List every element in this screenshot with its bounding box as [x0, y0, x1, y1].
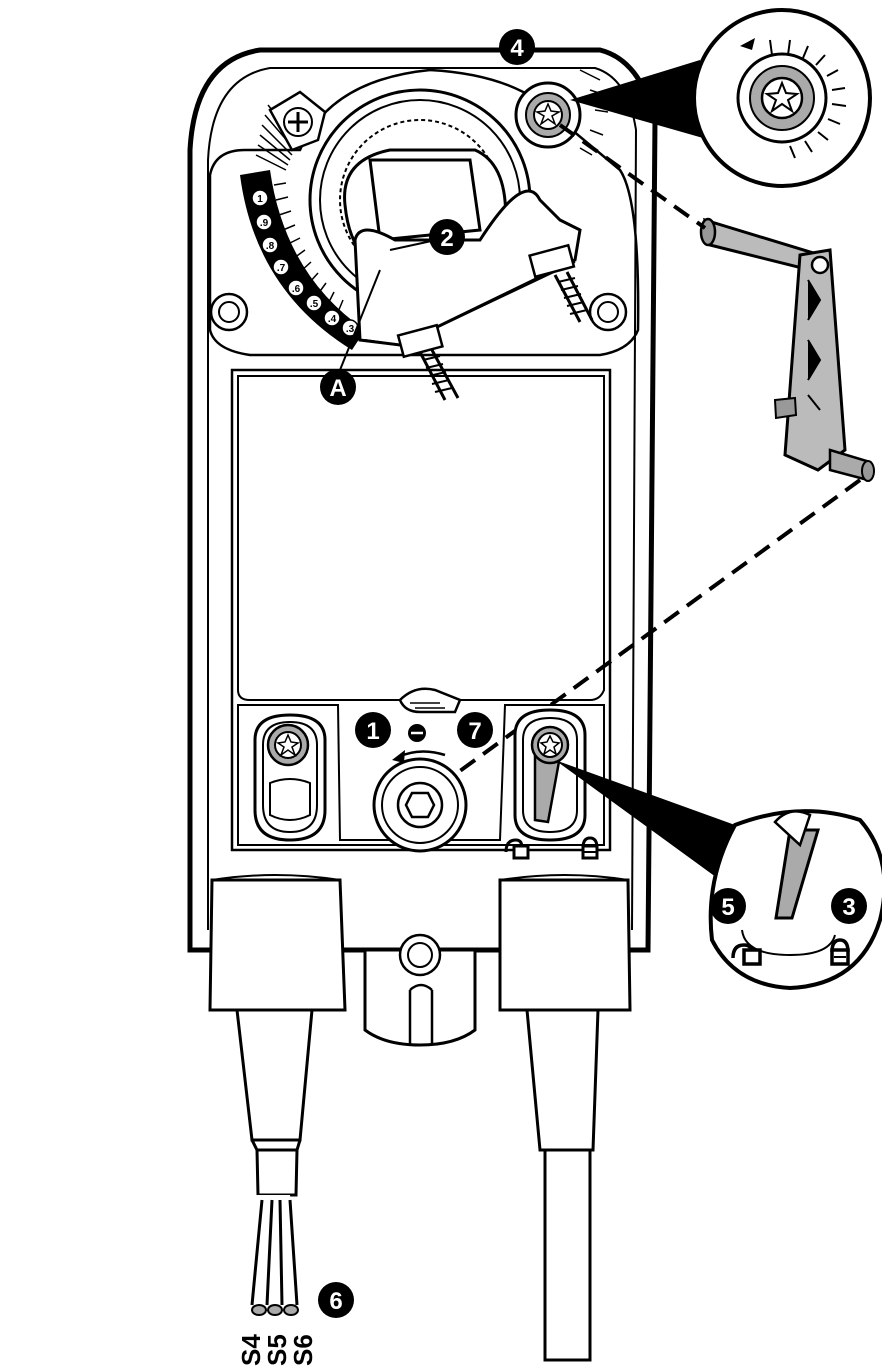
svg-text:3: 3 [842, 894, 855, 921]
callout-A: A [320, 269, 381, 405]
callout-2: 2 [389, 219, 465, 255]
scale-dot [323, 309, 341, 327]
scale-dot [287, 279, 305, 297]
position-scale: 1 .9 .8.7 .6 .5 .4 .3 [240, 104, 365, 350]
wire-label-s5: S5 [262, 1334, 292, 1366]
mounting-hole-left [209, 292, 249, 332]
clamp-bolt-front [396, 323, 460, 401]
wire-label-s6: S6 [288, 1334, 318, 1366]
scale-label: .4 [328, 314, 337, 325]
scale-label: .5 [310, 299, 319, 310]
zoom-unlock-icon [731, 943, 762, 966]
callout-7: 7 [457, 712, 493, 748]
zoom-lock-icon [830, 938, 850, 966]
svg-text:2: 2 [440, 225, 453, 252]
scale-dot [305, 294, 323, 312]
lock-lever [513, 708, 587, 842]
callout-3: 3 [831, 888, 867, 924]
scale-dot [261, 236, 279, 254]
zoom-inset-adjust-screw [570, 8, 872, 188]
hand-crank [699, 217, 875, 482]
shaft-clamp [308, 88, 582, 347]
rotation-arrow-icon [392, 750, 446, 763]
svg-text:5: 5 [721, 894, 734, 921]
mounting-hole-right [588, 292, 628, 332]
scale-label: 1 [257, 194, 263, 205]
unlock-icon [504, 838, 530, 860]
cable-gland-left [208, 874, 347, 1012]
svg-text:6: 6 [329, 1288, 342, 1315]
cable-left [235, 1008, 314, 1316]
scale-label: .7 [277, 263, 286, 274]
scale-label: .3 [346, 324, 355, 335]
clamp-bolt-rear [528, 243, 594, 323]
svg-text:1: 1 [366, 718, 379, 745]
callout-1: 1 [355, 712, 391, 748]
scale-label: .8 [266, 241, 275, 252]
crank-guide-lines [418, 123, 862, 802]
callout-4: 4 [499, 29, 535, 65]
wire-labels: S4 S5 S6 [236, 1334, 318, 1366]
scale-plate-screw [268, 90, 327, 152]
scale-dot [255, 213, 273, 231]
scale-dot [251, 189, 269, 207]
zoom-inset-lock-lever [555, 760, 882, 991]
scale-label: .9 [260, 218, 269, 229]
cable-right [525, 1008, 600, 1362]
hand-symbol-icon [398, 687, 462, 714]
svg-text:4: 4 [510, 35, 524, 62]
lock-icon [581, 836, 599, 860]
svg-text:7: 7 [468, 718, 481, 745]
left-slot-screw [253, 713, 327, 842]
motor-off-icon [408, 724, 426, 742]
cable-gland-right [498, 874, 632, 1012]
angle-adjust-screw [514, 69, 609, 156]
svg-text:A: A [329, 375, 346, 402]
callout-5: 5 [710, 888, 746, 924]
mounting-bracket [363, 933, 477, 1047]
scale-label: .6 [292, 284, 301, 295]
scale-dot [272, 258, 290, 276]
callout-6: 6 [318, 1282, 354, 1318]
wire-label-s4: S4 [236, 1334, 266, 1366]
manual-hex-socket [372, 757, 468, 853]
